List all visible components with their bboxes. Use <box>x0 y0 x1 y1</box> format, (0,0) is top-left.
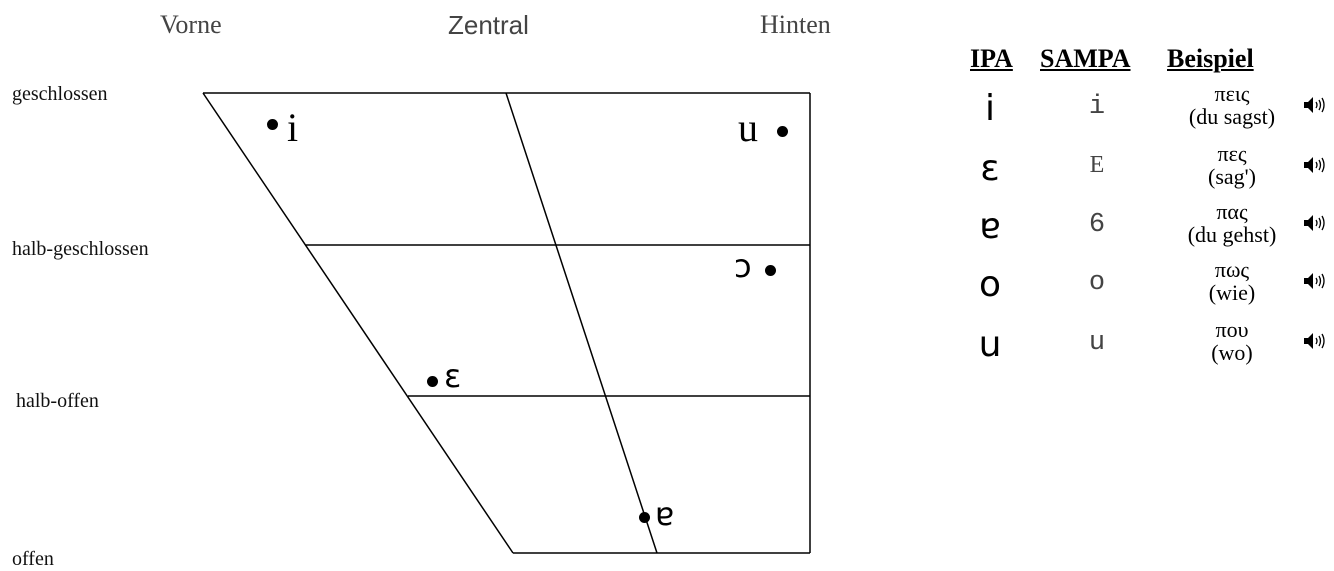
example-cell: που(wo) <box>1167 318 1297 364</box>
example-gloss: (sag') <box>1208 164 1256 189</box>
chart-vowel-open-e: ɛ <box>444 357 462 395</box>
example-cell: πως(wie) <box>1167 258 1297 304</box>
height-label-open-mid: halb-offen <box>16 390 99 412</box>
column-header-central: Zentral <box>448 10 529 40</box>
ipa-symbol: o <box>978 264 1002 305</box>
example-word: πες <box>1217 141 1247 166</box>
speaker-icon[interactable] <box>1303 214 1325 232</box>
speaker-icon[interactable] <box>1303 96 1325 114</box>
height-label-close-mid: halb-geschlossen <box>12 238 149 260</box>
sampa-symbol: i <box>1088 92 1106 122</box>
height-label-open: offen <box>12 548 54 570</box>
chart-vowel-near-open: ɐ <box>655 495 675 533</box>
column-header-front: Vorne <box>160 10 222 39</box>
example-cell: πες(sag') <box>1167 142 1297 188</box>
example-cell: πεις(du sagst) <box>1167 82 1297 128</box>
speaker-icon[interactable] <box>1303 332 1325 350</box>
table-header-sampa: SAMPA <box>1040 44 1131 73</box>
example-word: πως <box>1214 257 1250 282</box>
sampa-symbol: u <box>1088 328 1106 358</box>
front-edge <box>202 92 514 554</box>
example-word: που <box>1215 317 1249 342</box>
vowel-dot-u <box>777 126 788 137</box>
example-cell: πας(du gehst) <box>1167 200 1297 246</box>
example-gloss: (wie) <box>1208 280 1256 305</box>
central-line <box>505 92 658 554</box>
ipa-symbol: ɛ <box>980 148 1000 189</box>
example-gloss: (du sagst) <box>1188 104 1276 129</box>
chart-vowel-u: u <box>738 105 758 150</box>
example-gloss: (du gehst) <box>1187 222 1277 247</box>
column-header-back: Hinten <box>760 10 831 39</box>
example-word: πας <box>1216 199 1248 224</box>
example-gloss: (wo) <box>1211 340 1253 365</box>
vowel-dot-open-e <box>427 376 438 387</box>
vowel-trapezoid <box>202 92 811 554</box>
sampa-symbol: o <box>1088 268 1106 298</box>
height-label-close: geschlossen <box>12 83 108 105</box>
sampa-symbol: 6 <box>1088 210 1106 240</box>
chart-vowel-i: i <box>287 105 299 150</box>
vowel-dot-i <box>267 119 278 130</box>
ipa-symbol: i <box>984 88 995 129</box>
table-header-example: Beispiel <box>1167 44 1254 73</box>
example-word: πεις <box>1214 81 1250 106</box>
chart-vowel-open-o: ɔ <box>734 247 752 285</box>
table-header-ipa: IPA <box>970 44 1013 73</box>
speaker-icon[interactable] <box>1303 156 1325 174</box>
sampa-symbol: E <box>1089 152 1105 178</box>
speaker-icon[interactable] <box>1303 272 1325 290</box>
vowel-dot-open-o <box>765 265 776 276</box>
ipa-symbol: ɐ <box>979 206 1001 247</box>
vowel-dot-near-open <box>639 512 650 523</box>
ipa-symbol: u <box>978 324 1002 365</box>
